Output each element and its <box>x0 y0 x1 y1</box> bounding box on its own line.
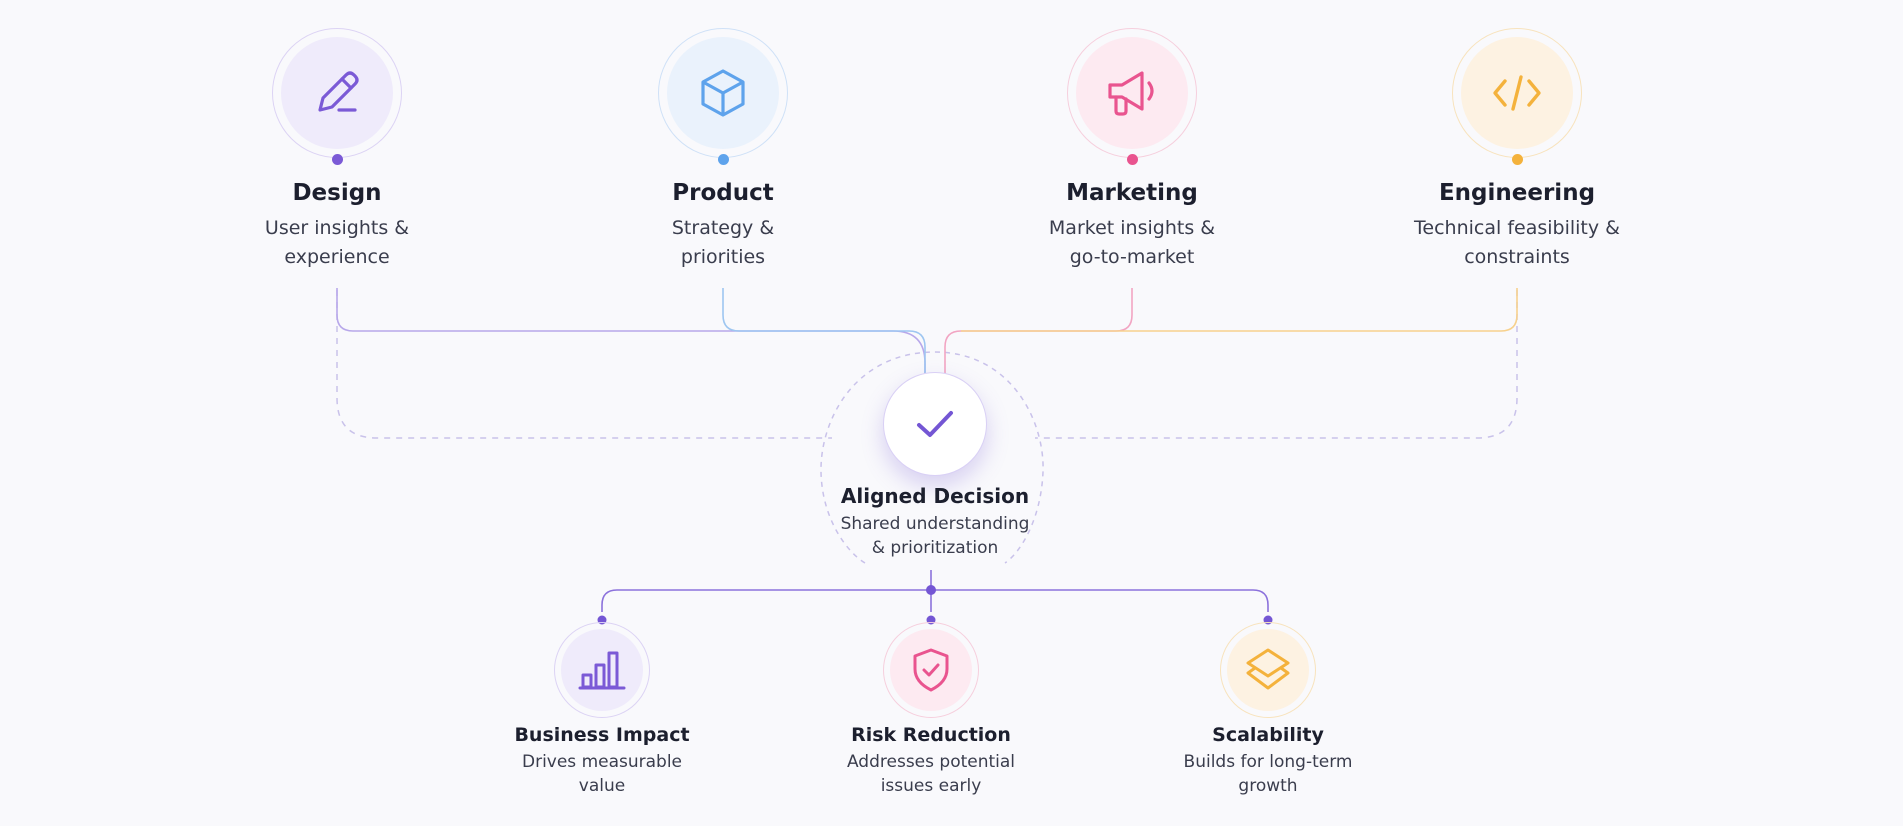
design-connector <box>336 288 926 373</box>
engineering-description: Technical feasibility & constraints <box>1414 217 1620 268</box>
product-title: Product <box>672 180 774 206</box>
bottom-connector <box>601 589 1269 612</box>
business-impact-icon-ring <box>554 622 650 718</box>
scalability-description: Builds for long-term growth <box>1183 752 1353 796</box>
marketing-title: Marketing <box>1066 180 1198 206</box>
dashed-connector <box>1035 290 1518 439</box>
engineering-connector <box>961 288 1518 332</box>
dashed-connector <box>336 290 832 439</box>
scalability-icon-ring <box>1220 622 1316 718</box>
product-icon-ring <box>658 28 788 158</box>
design-description: User insights & experience <box>264 217 410 268</box>
junction-dot <box>926 585 936 595</box>
business-impact-description: Drives measurable value <box>521 752 683 796</box>
product-node[interactable]: Product Strategy & priorities <box>573 28 873 278</box>
scalability-node[interactable]: Scalability Builds for long-term growth <box>1138 622 1398 802</box>
business-impact-node[interactable]: Business Impact Drives measurable value <box>472 622 732 802</box>
decision-description: Shared understanding & prioritization <box>840 514 1030 558</box>
bar-chart-icon <box>578 651 626 690</box>
product-description: Strategy & priorities <box>671 217 775 268</box>
design-node[interactable]: Design User insights & experience <box>187 28 487 278</box>
cube-icon <box>701 69 745 117</box>
code-icon <box>1493 75 1541 111</box>
risk-reduction-title: Risk Reduction <box>851 724 1011 746</box>
decision-title: Aligned Decision <box>840 484 1030 508</box>
marketing-connector <box>944 288 1133 373</box>
layers-icon <box>1246 648 1290 690</box>
engineering-node[interactable]: Engineering Technical feasibility & cons… <box>1367 28 1667 278</box>
risk-reduction-description: Addresses potential issues early <box>846 752 1016 796</box>
business-impact-title: Business Impact <box>514 724 690 746</box>
megaphone-icon <box>1108 71 1154 116</box>
marketing-icon-ring <box>1067 28 1197 158</box>
design-icon-ring <box>272 28 402 158</box>
aligned-decision-node[interactable]: Aligned Decision Shared understanding & … <box>805 372 1065 562</box>
product-anchor-dot <box>717 154 729 165</box>
marketing-description: Market insights & go-to-market <box>1048 217 1216 268</box>
engineering-icon-ring <box>1452 28 1582 158</box>
product-connector <box>722 288 926 373</box>
design-anchor-dot <box>331 154 343 165</box>
engineering-title: Engineering <box>1438 180 1596 206</box>
engineering-anchor-dot <box>1511 154 1523 165</box>
risk-reduction-icon-ring <box>883 622 979 718</box>
shield-check-icon <box>913 648 949 692</box>
check-icon <box>917 411 953 437</box>
decision-icon-ring <box>883 372 987 476</box>
marketing-anchor-dot <box>1126 154 1138 165</box>
marketing-node[interactable]: Marketing Market insights & go-to-market <box>982 28 1282 278</box>
scalability-title: Scalability <box>1212 724 1324 746</box>
pencil-icon <box>318 71 359 112</box>
design-title: Design <box>292 180 382 206</box>
risk-reduction-node[interactable]: Risk Reduction Addresses potential issue… <box>801 622 1061 802</box>
